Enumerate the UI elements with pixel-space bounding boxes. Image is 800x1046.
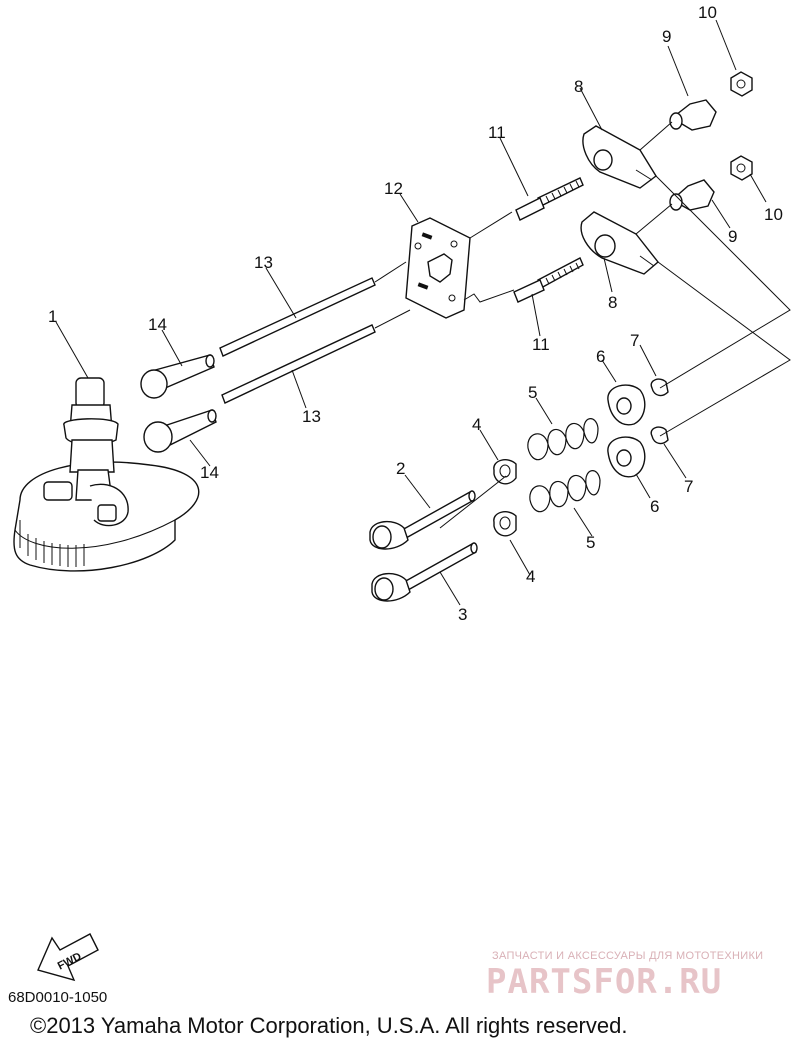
valve-stem-seals <box>493 459 517 537</box>
watermark-tagline: ЗАПЧАСТИ И АКСЕССУАРЫ ДЛЯ МОТОТЕХНИКИ <box>492 950 764 962</box>
pivot-nuts <box>730 71 753 181</box>
callout-3: 3 <box>458 605 467 624</box>
callout-11-lower: 11 <box>532 335 550 354</box>
callout-12: 12 <box>384 179 403 198</box>
callout-1: 1 <box>48 307 57 326</box>
callout-4-upper: 4 <box>472 415 481 434</box>
callout-10-lower: 10 <box>764 205 783 224</box>
watermark-logo: PARTSFOR.RU <box>486 962 723 1002</box>
callout-13-lower: 13 <box>302 407 321 426</box>
callout-13-upper: 13 <box>254 253 273 272</box>
forward-direction-arrow: FWD <box>37 933 99 982</box>
callout-14-upper: 14 <box>148 315 167 334</box>
callout-14-lower: 14 <box>200 463 219 482</box>
rocker-pivots <box>669 99 717 211</box>
callout-7-lower: 7 <box>684 477 693 496</box>
valve-springs <box>527 418 601 513</box>
callout-5-upper: 5 <box>528 383 537 402</box>
intake-exhaust-valves <box>369 490 478 602</box>
assembly-lines <box>374 121 791 529</box>
callout-5-lower: 5 <box>586 533 595 552</box>
callout-8-lower: 8 <box>608 293 617 312</box>
callout-6-upper: 6 <box>596 347 605 366</box>
callout-9-lower: 9 <box>728 227 737 246</box>
callout-2: 2 <box>396 459 405 478</box>
diagram-code: 68D0010-1050 <box>8 989 108 1006</box>
leader-lines <box>55 19 767 606</box>
callout-11-upper: 11 <box>488 123 506 142</box>
valve-collets <box>650 378 669 445</box>
rocker-studs <box>513 177 584 303</box>
spring-retainers <box>607 384 646 478</box>
callout-labels: 1 2 3 4 4 5 5 6 6 7 7 8 8 9 9 10 10 11 1… <box>48 3 783 624</box>
callout-7-upper: 7 <box>630 331 639 350</box>
callout-8-upper: 8 <box>574 77 583 96</box>
guide-plate <box>405 217 471 319</box>
callout-4-lower: 4 <box>526 567 535 586</box>
push-rods <box>219 277 376 404</box>
valve-lifters <box>140 354 217 453</box>
callout-10-upper: 10 <box>698 3 717 22</box>
callout-9-upper: 9 <box>662 27 671 46</box>
rocker-arms <box>580 125 659 275</box>
callout-6-lower: 6 <box>650 497 659 516</box>
camshaft-gear <box>13 377 200 572</box>
copyright-notice: ©2013 Yamaha Motor Corporation, U.S.A. A… <box>30 1013 628 1038</box>
